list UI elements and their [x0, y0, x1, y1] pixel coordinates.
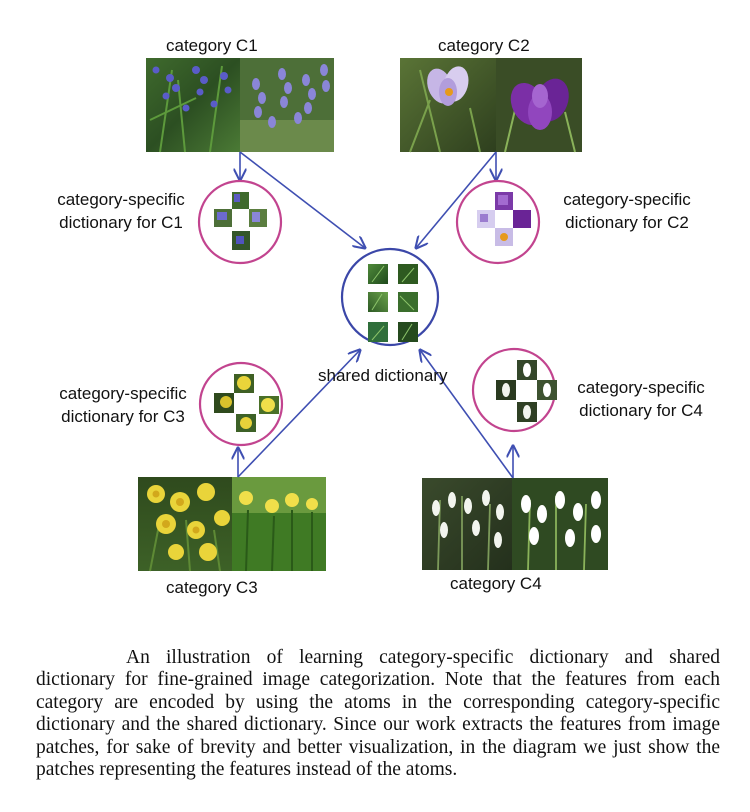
dict-circle-c2	[455, 179, 541, 265]
photo-c4-right	[512, 478, 608, 571]
dict-c2-label: category-specific dictionary for C2	[552, 188, 702, 234]
dict-c3-label: category-specific dictionary for C3	[48, 382, 198, 428]
category-c4-label: category C4	[450, 574, 542, 593]
dict-c1-label-line2: dictionary for C1	[59, 213, 183, 232]
category-c3-label: category C3	[166, 578, 258, 597]
arrow-c1-to-shared	[239, 151, 365, 248]
figure: category C1 category C2 category C3 cate…	[46, 36, 716, 597]
dict-circle-c3	[198, 361, 284, 447]
dict-c4-label-line2: dictionary for C4	[579, 401, 703, 420]
figure-diagram	[138, 58, 608, 572]
dict-c3-label-line1: category-specific	[59, 384, 187, 403]
dict-c3-label-line2: dictionary for C3	[61, 407, 185, 426]
dict-c4-label: category-specific dictionary for C4	[566, 376, 716, 422]
dict-c4-label-line1: category-specific	[577, 378, 705, 397]
arrow-c3-to-shared	[237, 350, 360, 478]
photo-c2-right	[496, 58, 582, 153]
figure-caption: An illustration of learning category-spe…	[36, 646, 720, 781]
photo-c4-left	[422, 478, 512, 571]
arrow-c2-to-shared	[416, 151, 497, 248]
photo-c3-left	[138, 477, 232, 572]
photo-c2-left	[400, 58, 496, 153]
photo-c1-left	[146, 58, 240, 153]
dict-c2-label-line2: dictionary for C2	[565, 213, 689, 232]
shared-dict-label: shared dictionary	[318, 366, 448, 385]
arrows	[237, 151, 514, 479]
dict-circle-c1	[197, 179, 283, 265]
photo-c1-right	[240, 58, 334, 152]
dict-c1-label-line1: category-specific	[57, 190, 185, 209]
dict-c2-label-line1: category-specific	[563, 190, 691, 209]
category-c1-label: category C1	[166, 36, 258, 55]
dict-c1-label: category-specific dictionary for C1	[46, 188, 196, 234]
category-c2-label: category C2	[438, 36, 530, 55]
arrow-c4-to-shared	[420, 350, 514, 479]
shared-dict-circle	[340, 247, 440, 347]
dict-circle-c4	[471, 347, 557, 433]
photo-c3-right	[232, 477, 326, 572]
